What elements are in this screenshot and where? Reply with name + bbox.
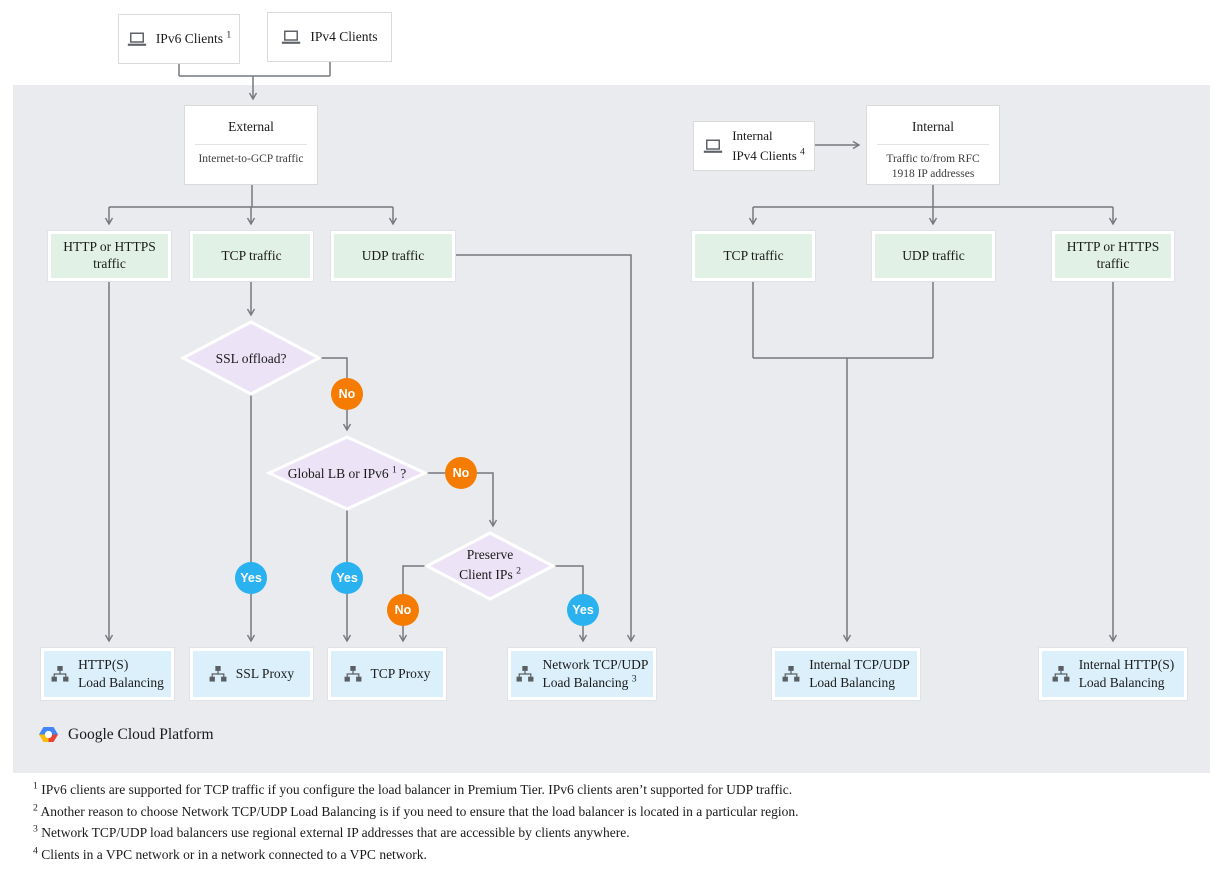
footnote: 4 Clients in a VPC network or in a netwo… <box>33 845 427 862</box>
branch-yes-global-lb: Yes <box>331 562 363 594</box>
internal-subtitle: Traffic to/from RFC 1918 IP addresses <box>886 153 980 180</box>
gcp-logo-icon <box>38 725 59 744</box>
sitemap-icon <box>344 666 362 682</box>
node-label: Internal HTTP(S)Load Balancing <box>1078 657 1175 690</box>
branch-no-preserve-ips: No <box>387 594 419 626</box>
footnote: 3 Network TCP/UDP load balancers use reg… <box>33 823 630 841</box>
footnote: 1 IPv6 clients are supported for TCP tra… <box>33 780 793 797</box>
external-title: External <box>228 119 274 134</box>
sitemap-icon <box>516 666 534 682</box>
branch-yes-preserve-ips: Yes <box>567 594 599 626</box>
node-external: External Internet-to-GCP traffic <box>184 105 318 185</box>
node-label: TCP traffic <box>221 247 282 263</box>
sitemap-icon <box>1052 666 1070 682</box>
decision-global-lb-label: Global LB or IPv6 1 ? <box>287 464 407 481</box>
external-subtitle: Internet-to-GCP traffic <box>198 153 304 165</box>
sitemap-icon <box>782 666 800 682</box>
node-int-tcp-traffic: TCP traffic <box>692 231 815 281</box>
node-ext-tcp-traffic: TCP traffic <box>190 231 313 281</box>
laptop-icon <box>703 139 723 154</box>
decision-preserve-ips-label: Preserve Client IPs 2 <box>459 547 521 582</box>
node-label: UDP traffic <box>902 247 965 263</box>
node-label: SSL Proxy <box>235 666 295 682</box>
node-internal: Internal Traffic to/from RFC 1918 IP add… <box>866 105 1000 185</box>
divider <box>194 144 308 145</box>
node-ssl-proxy: SSL Proxy <box>190 648 313 700</box>
branch-yes-ssl-offload: Yes <box>235 562 267 594</box>
footnotes: 1 IPv6 clients are supported for TCP tra… <box>33 780 1193 868</box>
branch-no-ssl-offload: No <box>331 378 363 410</box>
node-label: IPv4 Clients <box>310 29 378 44</box>
node-int-udp-traffic: UDP traffic <box>872 231 995 281</box>
node-internal-ipv4-clients: Internal IPv4 Clients 4 <box>693 121 815 171</box>
internal-title: Internal <box>912 119 954 134</box>
node-label: Internal IPv4 Clients 4 <box>732 127 805 163</box>
node-label: IPv6 Clients 1 <box>155 29 232 46</box>
node-label: TCP traffic <box>723 247 784 263</box>
branch-no-global-lb: No <box>445 457 477 489</box>
node-label: UDP traffic <box>361 247 425 263</box>
node-label: TCP Proxy <box>370 666 431 682</box>
node-ipv6-clients: IPv6 Clients 1 <box>118 14 240 64</box>
node-ipv4-clients: IPv4 Clients <box>267 12 392 62</box>
sitemap-icon <box>51 666 69 682</box>
sitemap-icon <box>209 666 227 682</box>
decision-ssl-offload-label: SSL offload? <box>215 351 287 366</box>
brand-name: Google Cloud Platform <box>68 725 214 743</box>
node-tcp-proxy: TCP Proxy <box>328 648 446 700</box>
laptop-icon <box>281 30 301 45</box>
node-label: HTTP(S)Load Balancing <box>78 657 164 690</box>
footnote: 2 Another reason to choose Network TCP/U… <box>33 802 799 819</box>
node-ext-udp-traffic: UDP traffic <box>331 231 455 281</box>
brand-footer: Google Cloud Platform <box>38 725 214 744</box>
divider <box>876 144 990 145</box>
laptop-icon <box>127 32 147 47</box>
node-https-load-balancing: HTTP(S)Load Balancing <box>41 648 174 700</box>
node-internal-https-load-balancing: Internal HTTP(S)Load Balancing <box>1039 648 1187 700</box>
